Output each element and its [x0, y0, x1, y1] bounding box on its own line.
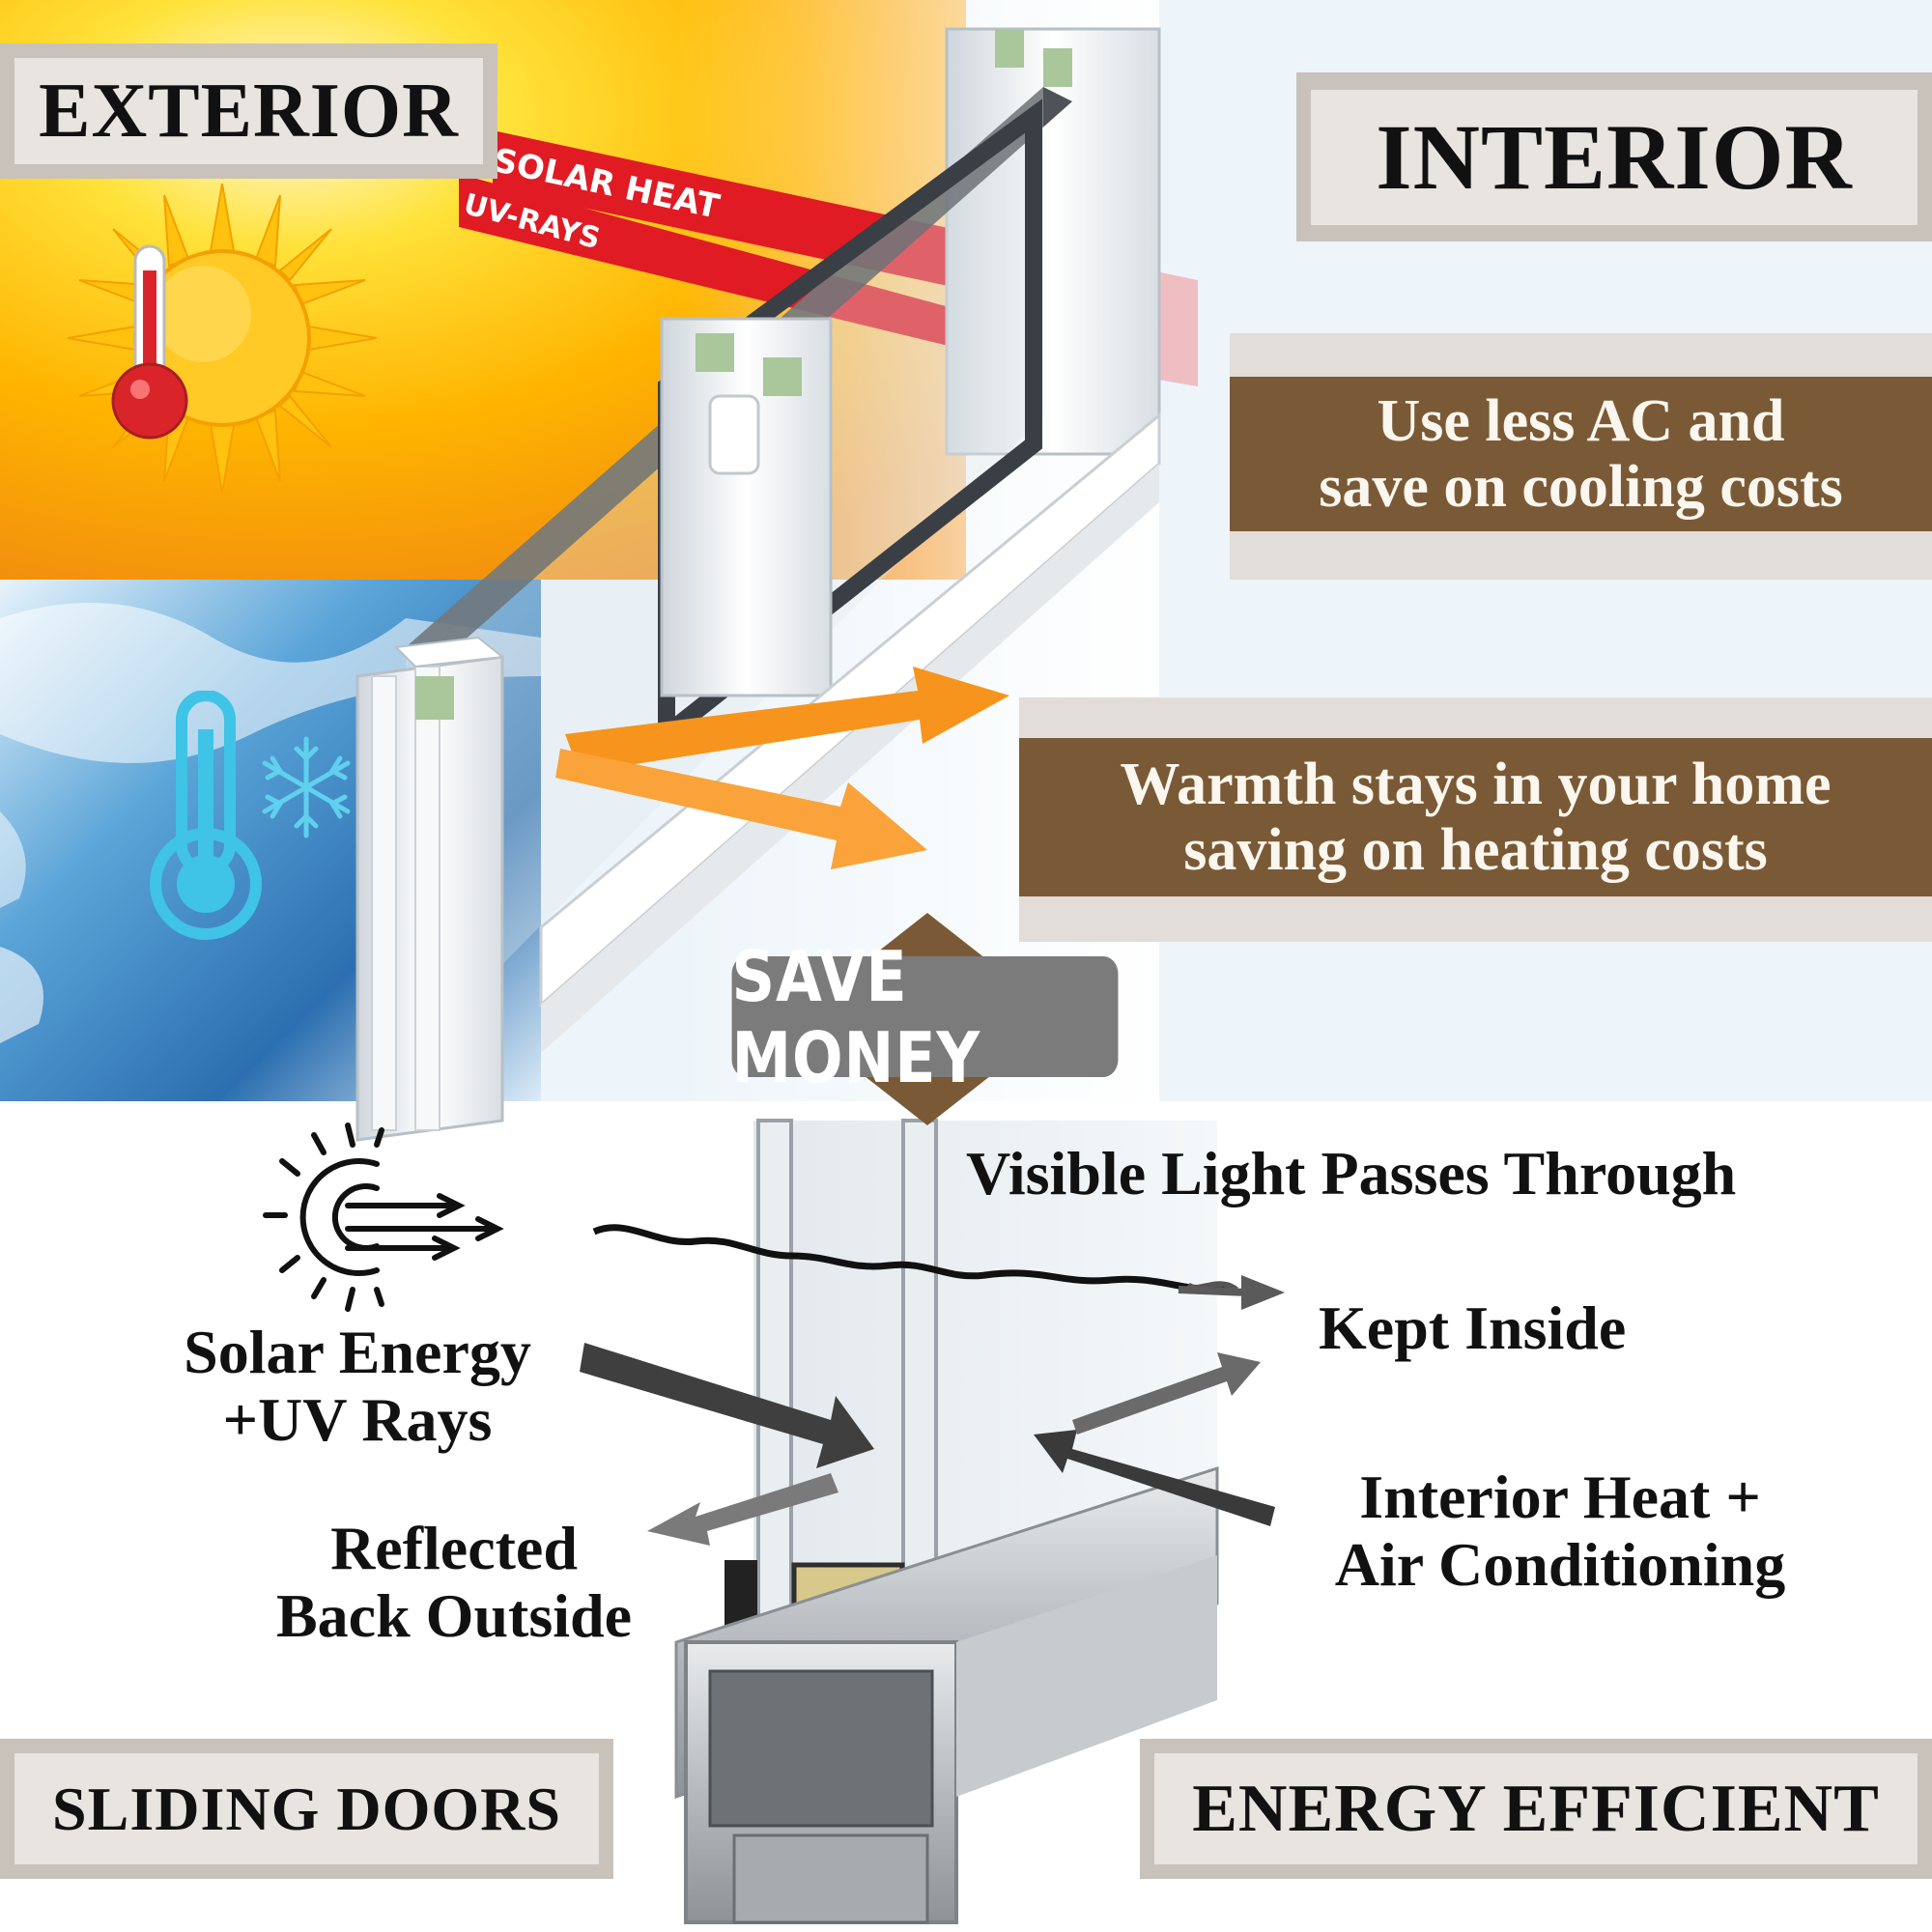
- sliding-doors-label: SLIDING DOORS: [0, 1739, 613, 1879]
- cooling-line-2: save on cooling costs: [1319, 454, 1843, 520]
- visible-light-caption: Visible Light Passes Through: [966, 1139, 1737, 1208]
- solar-energy-line-1: Solar Energy: [184, 1318, 531, 1386]
- interior-heat-line-2: Air Conditioning: [1334, 1530, 1786, 1600]
- cooling-line-1: Use less AC and: [1377, 387, 1785, 454]
- heating-banner: Warmth stays in your home saving on heat…: [1019, 697, 1932, 942]
- interior-heat-caption: Interior Heat + Air Conditioning: [1290, 1463, 1831, 1600]
- reflected-caption: Reflected Back Outside: [237, 1514, 671, 1651]
- reflected-line-1: Reflected: [330, 1514, 578, 1582]
- energy-efficient-label: ENERGY EFFICIENT: [1140, 1739, 1932, 1879]
- cooling-banner-text: Use less AC and save on cooling costs: [1230, 377, 1932, 531]
- interior-label: INTERIOR: [1296, 72, 1932, 242]
- interior-heat-line-1: Interior Heat +: [1359, 1463, 1761, 1531]
- hot-thermometer-icon: [111, 244, 188, 440]
- heating-line-2: saving on heating costs: [1183, 817, 1768, 883]
- reflected-line-2: Back Outside: [275, 1581, 633, 1651]
- solar-energy-caption: Solar Energy +UV Rays: [145, 1318, 570, 1455]
- heating-banner-text: Warmth stays in your home saving on heat…: [1019, 738, 1932, 896]
- solar-energy-line-2: +UV Rays: [222, 1385, 493, 1455]
- cold-thermometer-icon: [150, 691, 262, 940]
- solar-energy-icon: [263, 1122, 504, 1312]
- cooling-banner: Use less AC and save on cooling costs: [1230, 333, 1932, 580]
- snowflake-icon: [262, 736, 351, 838]
- kept-inside-caption: Kept Inside: [1319, 1293, 1627, 1362]
- save-money-badge: SAVE MONEY: [731, 936, 1119, 1098]
- heating-line-1: Warmth stays in your home: [1120, 751, 1832, 817]
- exterior-label: EXTERIOR: [0, 43, 497, 179]
